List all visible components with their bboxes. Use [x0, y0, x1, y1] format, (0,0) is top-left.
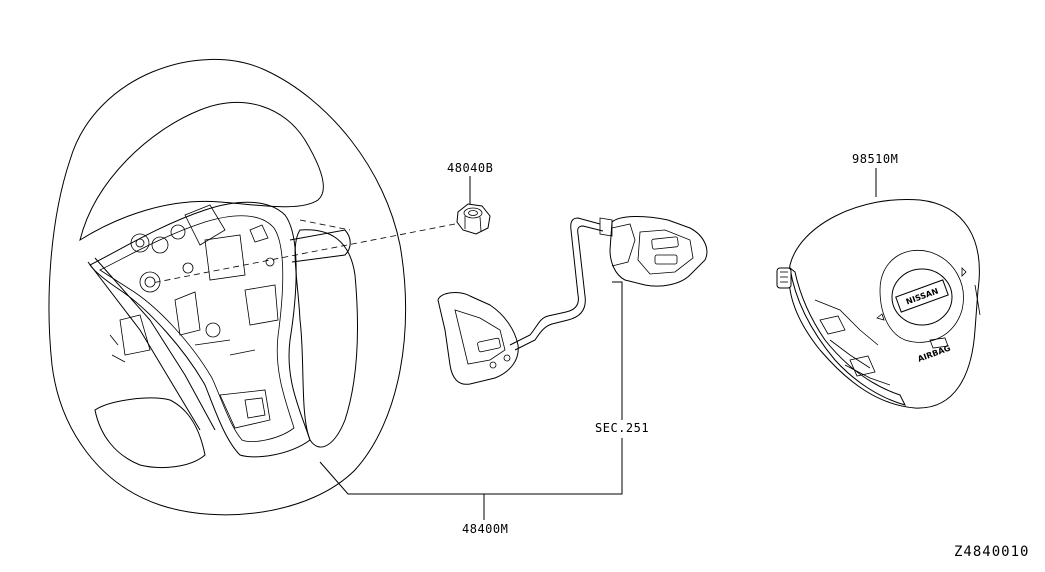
leader-wheel-bracket [319, 438, 623, 495]
hub-clip [249, 224, 269, 243]
airbag-mount-tab-2 [849, 355, 876, 377]
wheel-outer-rim [48, 58, 407, 516]
hub-frame-1 [184, 204, 226, 246]
right-switch-button-2 [654, 254, 678, 265]
label-wheel: 48400M [462, 522, 508, 536]
hub-detail-lines [109, 334, 256, 363]
airbag-connector [776, 267, 792, 289]
nut-centerline [151, 223, 456, 284]
wheel-lower-bracket-inner [244, 397, 266, 419]
left-switch-button-2 [489, 361, 497, 369]
hub-dash-short [299, 219, 351, 231]
hub-hole-1-inner [135, 238, 145, 248]
wheel-right-spoke [289, 229, 351, 263]
driver-airbag-module: NISSAN AIRBAG [776, 198, 981, 409]
airbag-housing-ribs [814, 299, 891, 386]
airbag-emblem-ring [879, 249, 964, 343]
nut-hole [468, 210, 478, 216]
right-switch-panel [637, 229, 694, 275]
left-switch-panel [454, 309, 506, 365]
harness-connector [599, 217, 613, 237]
wheel-lower-bracket [219, 389, 271, 429]
hub-frame-5 [119, 314, 151, 356]
label-airbag: 98510M [852, 152, 898, 166]
hub-frame-2 [204, 234, 246, 281]
harness-wire-inner [514, 225, 604, 351]
wheel-inner-rim-right [294, 229, 359, 448]
leader-harness [612, 281, 623, 420]
left-switch-button-3 [503, 354, 511, 362]
harness-wire-outer [509, 217, 601, 346]
airbag-mark-triangle [961, 267, 967, 277]
nut-edge-2 [479, 216, 482, 232]
wheel-inner-rim-top [79, 102, 324, 242]
left-switch-button-1 [477, 337, 501, 353]
nut-hex-top [463, 207, 483, 219]
left-switch-housing [437, 292, 519, 385]
steering-nut [456, 203, 491, 235]
nut-hex-body [456, 203, 491, 235]
wheel-hub-inner-outline [99, 215, 295, 442]
airbag-edge-line [974, 284, 981, 316]
airbag-mount-tab-1 [819, 315, 846, 335]
wheel-left-spoke [87, 261, 201, 431]
hub-boss [139, 271, 161, 293]
label-nut: 48040B [447, 161, 493, 175]
right-switch-housing [609, 216, 708, 287]
steering-wheel [48, 58, 407, 516]
nissan-emblem-bar [895, 279, 949, 313]
right-switch-bracket [611, 223, 636, 267]
label-harness: SEC.251 [595, 421, 649, 435]
wheel-inner-rim-bottom [94, 397, 206, 469]
airbag-side-housing [789, 266, 906, 406]
hub-frame-3 [244, 284, 279, 326]
nissan-emblem-circle [891, 268, 953, 326]
airbag-mark-tick [876, 313, 885, 321]
hub-hole-5 [205, 322, 221, 338]
hub-hole-1 [130, 233, 150, 253]
hub-hole-2 [151, 236, 169, 254]
wheel-hub-outline [89, 201, 311, 458]
label-diagram-id: Z4840010 [954, 544, 1029, 560]
hub-hole-3 [170, 224, 186, 240]
hub-hole-4 [182, 262, 194, 274]
wheel-left-spoke-edge [94, 257, 216, 431]
hub-boss-inner [144, 276, 156, 288]
hub-frame-4 [174, 291, 201, 336]
steering-switch-assembly [437, 216, 708, 385]
hub-hole-6 [265, 257, 275, 267]
airbag-cover-outline [788, 198, 980, 409]
airbag-mark-frame [929, 337, 949, 349]
right-switch-button-1 [651, 236, 679, 250]
